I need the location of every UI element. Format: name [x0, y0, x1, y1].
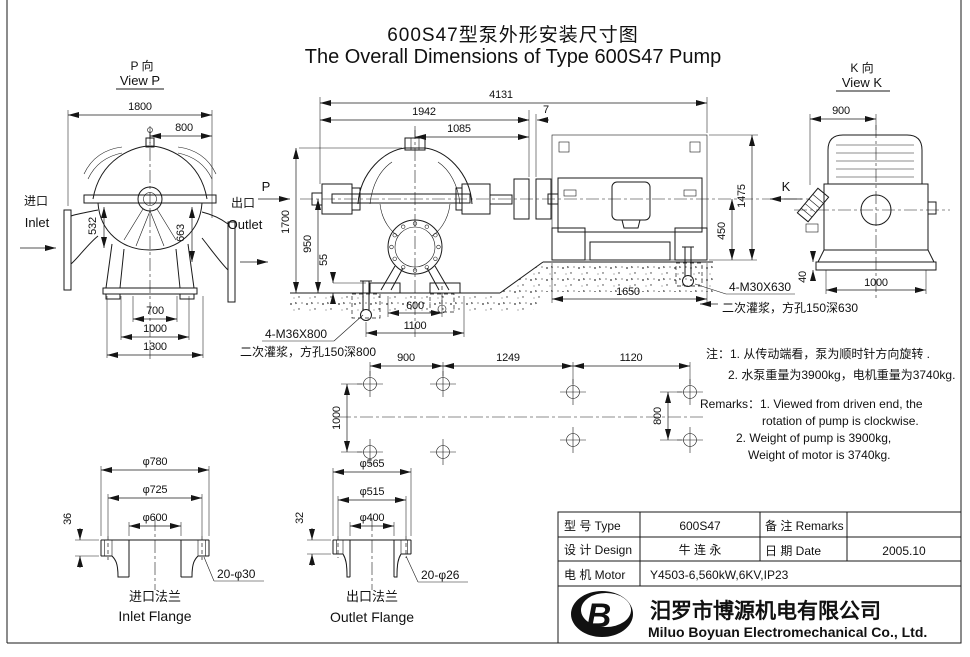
view-k-label-cn: K 向 — [850, 60, 873, 75]
main-view: P K 4131 1942 1085 7 1700 950 — [240, 89, 858, 359]
inlet-holes-label: 20-φ30 — [217, 567, 256, 581]
view-p-label-cn: P 向 — [130, 58, 153, 73]
inlet-flange: φ780 φ725 φ600 36 20-φ30 进口法兰 Inlet Flan… — [62, 456, 264, 624]
dim-phi780: φ780 — [143, 456, 168, 468]
dim-1000-fnd: 1000 — [331, 406, 343, 430]
dim-1650: 1650 — [616, 286, 640, 298]
note-cn-1: 注：1. 从传动端看，泵为顺时针方向旋转 . — [706, 346, 930, 361]
motor-value: Y4503-6,560kW,6KV,IP23 — [650, 568, 789, 582]
dim-663: 663 — [175, 224, 187, 242]
dim-900-fnd: 900 — [397, 352, 415, 364]
outlet-holes-label: 20-φ26 — [421, 568, 460, 582]
anchor-pump-label: 4-M36X800 — [265, 327, 327, 341]
outlet-label-en: Outlet — [228, 217, 263, 232]
note-en-3: 2. Weight of pump is 3900kg, — [736, 431, 891, 445]
drawing-title-cn: 600S47型泵外形安装尺寸图 — [387, 24, 639, 46]
view-p-label-en: View P — [120, 73, 160, 88]
inlet-flange-label-cn: 进口法兰 — [129, 589, 181, 604]
drawing-title-en: The Overall Dimensions of Type 600S47 Pu… — [305, 46, 722, 68]
dim-1475: 1475 — [736, 184, 748, 208]
title-block: 型 号 Type 600S47 备 注 Remarks 设 计 Design 牛… — [557, 511, 962, 644]
grout-motor-label: 二次灌浆，方孔150深630 — [722, 300, 858, 315]
flange-bolt-dots — [389, 221, 441, 273]
dim-1300: 1300 — [143, 341, 167, 353]
k-arrow-label: K — [782, 179, 791, 194]
note-en-4: Weight of motor is 3740kg. — [748, 448, 891, 462]
dim-36: 36 — [62, 513, 74, 525]
dim-32: 32 — [294, 512, 306, 524]
view-k-label-en: View K — [842, 75, 883, 90]
remarks-label: 备 注 Remarks — [765, 518, 844, 533]
inlet-flange-label-en: Inlet Flange — [118, 608, 191, 624]
dim-1000-k: 1000 — [864, 277, 888, 289]
dim-1942: 1942 — [412, 106, 436, 118]
type-label: 型 号 Type — [564, 519, 621, 533]
dim-phi515: φ515 — [360, 486, 385, 498]
note-en-2: rotation of pump is clockwise. — [762, 414, 919, 428]
dim-1120: 1120 — [620, 352, 643, 364]
inlet-label-en: Inlet — [25, 215, 50, 230]
grout-pump-label: 二次灌浆，方孔150深800 — [240, 344, 376, 359]
outlet-flange: φ565 φ515 φ400 32 20-φ26 出口法兰 Outlet Fla… — [294, 458, 468, 625]
date-label: 日 期 Date — [765, 544, 821, 558]
outlet-label-cn: 出口 — [231, 196, 255, 210]
dim-532: 532 — [87, 217, 99, 235]
dim-600: 600 — [406, 300, 424, 312]
dim-7: 7 — [543, 104, 549, 116]
anchor-motor-label: 4-M30X630 — [729, 280, 791, 294]
motor-label: 电 机 Motor — [564, 568, 625, 582]
dim-phi565: φ565 — [360, 458, 385, 470]
dim-1000-p: 1000 — [143, 323, 167, 335]
company-name-cn: 汨罗市博源机电有限公司 — [650, 599, 881, 623]
logo-letter: B — [587, 597, 612, 635]
dim-1800: 1800 — [128, 101, 152, 113]
foundation-concrete — [290, 262, 713, 314]
dim-55: 55 — [318, 254, 330, 266]
dim-40: 40 — [797, 271, 809, 283]
dim-800-fnd: 800 — [652, 407, 664, 425]
dim-4131: 4131 — [489, 89, 513, 101]
inlet-label-cn: 进口 — [24, 194, 48, 208]
dim-phi400: φ400 — [360, 512, 385, 524]
type-value: 600S47 — [679, 519, 721, 533]
note-en-1: Remarks：1. Viewed from driven end, the — [700, 397, 923, 411]
notes: 注：1. 从传动端看，泵为顺时针方向旋转 . 2. 水泵重量为3900kg，电机… — [700, 346, 955, 462]
terminal-box — [796, 187, 830, 223]
dim-1249: 1249 — [496, 352, 520, 364]
outlet-flange-label-en: Outlet Flange — [330, 609, 414, 625]
dim-700: 700 — [146, 305, 164, 317]
view-p: P 向 View P 1800 800 进口 Inlet 出口 Outlet 5… — [20, 58, 268, 362]
dim-1085: 1085 — [447, 123, 471, 135]
dim-900-k: 900 — [832, 105, 850, 117]
dim-phi600: φ600 — [143, 512, 168, 524]
p-arrow-label: P — [262, 179, 271, 194]
note-cn-2: 2. 水泵重量为3900kg，电机重量为3740kg. — [728, 368, 955, 382]
dim-450: 450 — [716, 222, 728, 240]
dim-800: 800 — [175, 122, 193, 134]
company-name-en: Miluo Boyuan Electromechanical Co., Ltd. — [648, 624, 927, 640]
outlet-flange-label-cn: 出口法兰 — [346, 589, 398, 604]
company-logo: B — [571, 591, 633, 637]
design-label: 设 计 Design — [564, 543, 632, 557]
view-k: K 向 View K 900 40 1000 — [794, 60, 950, 300]
foundation-plan: 900 1249 1120 1000 800 — [331, 352, 706, 465]
design-value: 牛 连 永 — [679, 542, 722, 557]
dim-1100: 1100 — [404, 320, 427, 332]
date-value: 2005.10 — [882, 544, 926, 558]
dim-phi725: φ725 — [143, 484, 168, 496]
dim-1700: 1700 — [280, 210, 292, 234]
dim-950: 950 — [302, 235, 314, 253]
